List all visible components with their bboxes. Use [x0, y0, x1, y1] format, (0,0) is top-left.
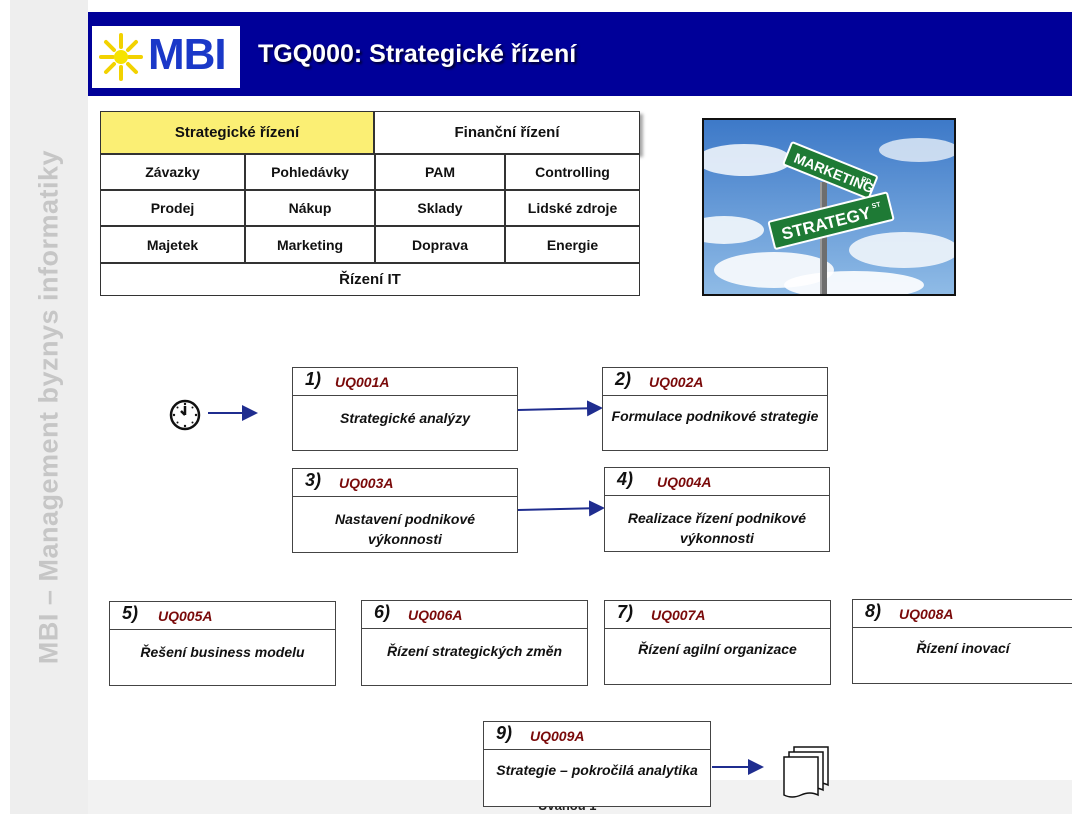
top-strip — [88, 0, 1072, 12]
menu-pam[interactable]: PAM — [375, 154, 505, 190]
process-uq001a[interactable]: 1) UQ001A Strategické analýzy — [292, 367, 518, 451]
process-name: Řízení inovací — [916, 640, 1010, 656]
process-uq006a[interactable]: 6) UQ006A Řízení strategických změn — [361, 600, 588, 686]
process-code: UQ001A — [335, 374, 390, 390]
process-name: Realizace řízení podnikové výkonnosti — [627, 510, 807, 546]
process-number: 6) — [374, 602, 391, 622]
header-bar — [88, 12, 1072, 96]
process-code: UQ002A — [649, 374, 704, 390]
process-header: 5) UQ005A — [110, 602, 335, 630]
arrow-3-to-4 — [517, 500, 605, 517]
menu-rizeni-it[interactable]: Řízení IT — [100, 263, 640, 296]
menu-nakup[interactable]: Nákup — [245, 190, 375, 226]
process-name: Strategie – pokročilá analytika — [496, 762, 698, 778]
process-header: 1) UQ001A — [293, 368, 517, 396]
process-code: UQ004A — [657, 474, 712, 490]
process-number: 7) — [617, 602, 634, 622]
menu-majetek[interactable]: Majetek — [100, 226, 245, 263]
sun-icon — [99, 33, 143, 81]
process-code: UQ005A — [158, 608, 213, 624]
page-title: TGQ000: Strategické řízení — [258, 40, 577, 68]
logo-text: MBI — [148, 30, 227, 79]
process-name: Řešení business modelu — [140, 644, 305, 660]
process-number: 2) — [615, 369, 632, 389]
left-band — [10, 0, 88, 814]
process-header: 4) UQ004A — [605, 468, 829, 496]
process-number: 8) — [865, 601, 882, 621]
process-number: 5) — [122, 603, 139, 623]
menu-marketing[interactable]: Marketing — [245, 226, 375, 263]
process-header: 3) UQ003A — [293, 469, 517, 497]
process-header: 7) UQ007A — [605, 601, 830, 629]
mbi-logo: MBI — [92, 26, 240, 88]
menu-pohledavky[interactable]: Pohledávky — [245, 154, 375, 190]
process-number: 4) — [617, 469, 634, 489]
process-header: 8) UQ008A — [853, 600, 1072, 628]
sign-strategy-suffix: ST — [871, 201, 882, 210]
process-code: UQ007A — [651, 607, 706, 623]
left-border — [0, 0, 10, 814]
process-code: UQ003A — [339, 475, 394, 491]
process-name: Formulace podnikové strategie — [611, 408, 819, 424]
process-name: Řízení agilní organizace — [638, 641, 797, 657]
process-uq009a[interactable]: 9) UQ009A Strategie – pokročilá analytik… — [483, 721, 711, 807]
process-code: UQ008A — [899, 606, 954, 622]
process-code: UQ009A — [530, 728, 585, 744]
process-uq005a[interactable]: 5) UQ005A Řešení business modelu — [109, 601, 336, 686]
process-number: 1) — [305, 369, 322, 389]
process-name: Nastavení podnikové výkonnosti — [334, 511, 476, 547]
process-uq007a[interactable]: 7) UQ007A Řízení agilní organizace — [604, 600, 831, 685]
process-header: 2) UQ002A — [603, 368, 827, 396]
process-number: 3) — [305, 470, 322, 490]
process-uq003a[interactable]: 3) UQ003A Nastavení podnikové výkonnosti — [292, 468, 518, 553]
process-uq004a[interactable]: 4) UQ004A Realizace řízení podnikové výk… — [604, 467, 830, 552]
process-code: UQ006A — [408, 607, 463, 623]
menu-lidske-zdroje[interactable]: Lidské zdroje — [505, 190, 640, 226]
process-header: 9) UQ009A — [484, 722, 710, 750]
menu-energie[interactable]: Energie — [505, 226, 640, 263]
process-uq008a[interactable]: 8) UQ008A Řízení inovací — [852, 599, 1072, 684]
process-number: 9) — [496, 723, 513, 743]
documents-icon — [780, 745, 832, 806]
menu-zavazky[interactable]: Závazky — [100, 154, 245, 190]
menu-strategicke-rizeni[interactable]: Strategické řízení — [100, 111, 374, 154]
arrow-1-to-2 — [517, 400, 603, 417]
menu-doprava[interactable]: Doprava — [375, 226, 505, 263]
process-name: Strategické analýzy — [340, 410, 470, 426]
process-uq002a[interactable]: 2) UQ002A Formulace podnikové strategie — [602, 367, 828, 451]
menu-controlling[interactable]: Controlling — [505, 154, 640, 190]
sign-marketing-suffix: RD — [860, 176, 872, 186]
clock-icon — [162, 380, 208, 450]
menu-sklady[interactable]: Sklady — [375, 190, 505, 226]
process-header: 6) UQ006A — [362, 601, 587, 629]
process-name: Řízení strategických změn — [386, 643, 563, 659]
strategy-sign-photo: MARKETING RD STRATEGY ST — [702, 118, 956, 296]
menu-financni-rizeni[interactable]: Finanční řízení — [374, 111, 640, 154]
menu-prodej[interactable]: Prodej — [100, 190, 245, 226]
